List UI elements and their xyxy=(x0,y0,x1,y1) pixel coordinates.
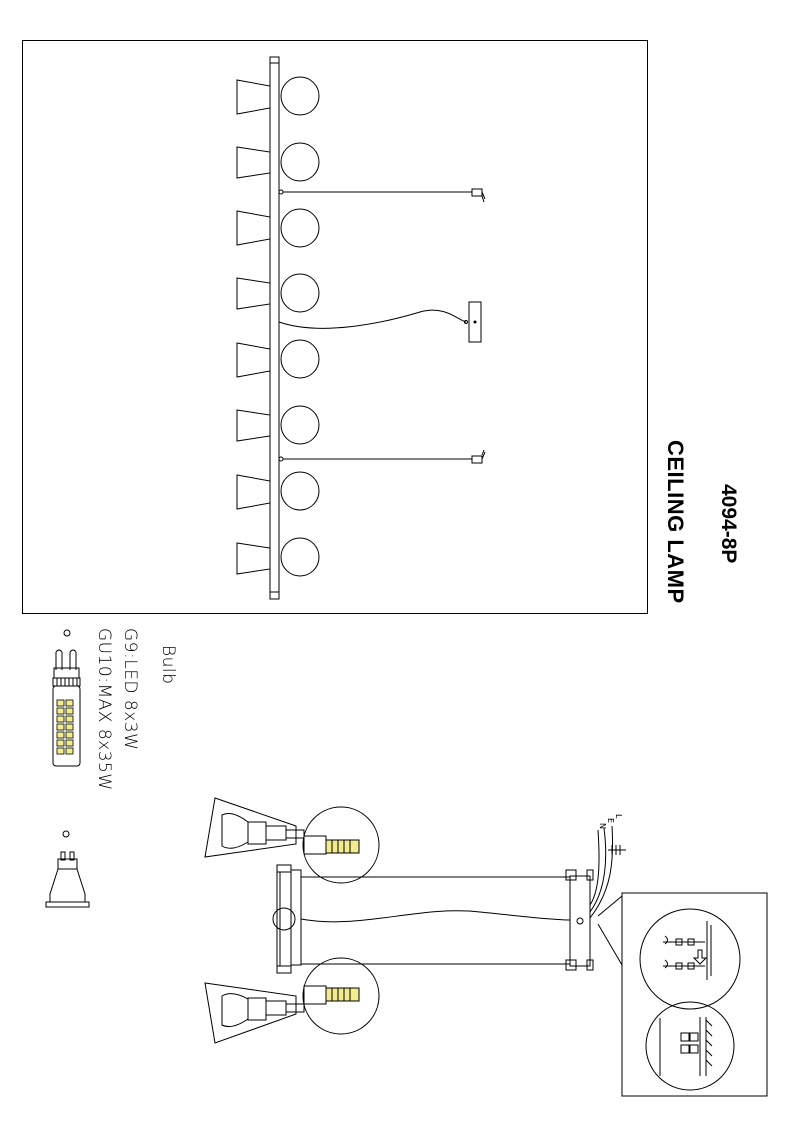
lamp-head-5 xyxy=(236,339,320,379)
wire-label-e: E xyxy=(606,818,615,823)
center-joint xyxy=(272,907,296,931)
gu10-bulb-icon xyxy=(45,830,90,908)
inset-circle-2 xyxy=(645,1001,735,1091)
mount-rod xyxy=(276,864,292,974)
drawing-frame xyxy=(22,40,648,614)
power-cable xyxy=(278,309,467,329)
g9-bulb-icon xyxy=(52,629,81,767)
lamp-bar-assembly xyxy=(236,56,486,600)
lamp-head-3 xyxy=(236,208,320,248)
mounting-inset xyxy=(621,892,768,1097)
lower-globe xyxy=(302,957,380,1035)
inset-circle-1 xyxy=(639,908,741,1010)
lamp-head-2 xyxy=(236,142,320,182)
lamp-head-6 xyxy=(236,405,320,445)
lamp-head-7 xyxy=(236,471,320,511)
detail-canopy xyxy=(569,875,591,967)
lamp-bar xyxy=(269,56,280,600)
lamp-head-1 xyxy=(236,76,320,116)
wire-label-l: L xyxy=(614,814,623,819)
installation-detail: N E L xyxy=(204,797,768,1097)
wire-label-n: N xyxy=(598,823,607,829)
upper-shade-detail xyxy=(204,797,380,884)
lower-shade-detail xyxy=(204,957,380,1044)
ceiling-canopy xyxy=(468,301,482,343)
upper-globe xyxy=(302,806,380,884)
lamp-head-8 xyxy=(236,537,320,577)
lamp-head-4 xyxy=(236,273,320,313)
